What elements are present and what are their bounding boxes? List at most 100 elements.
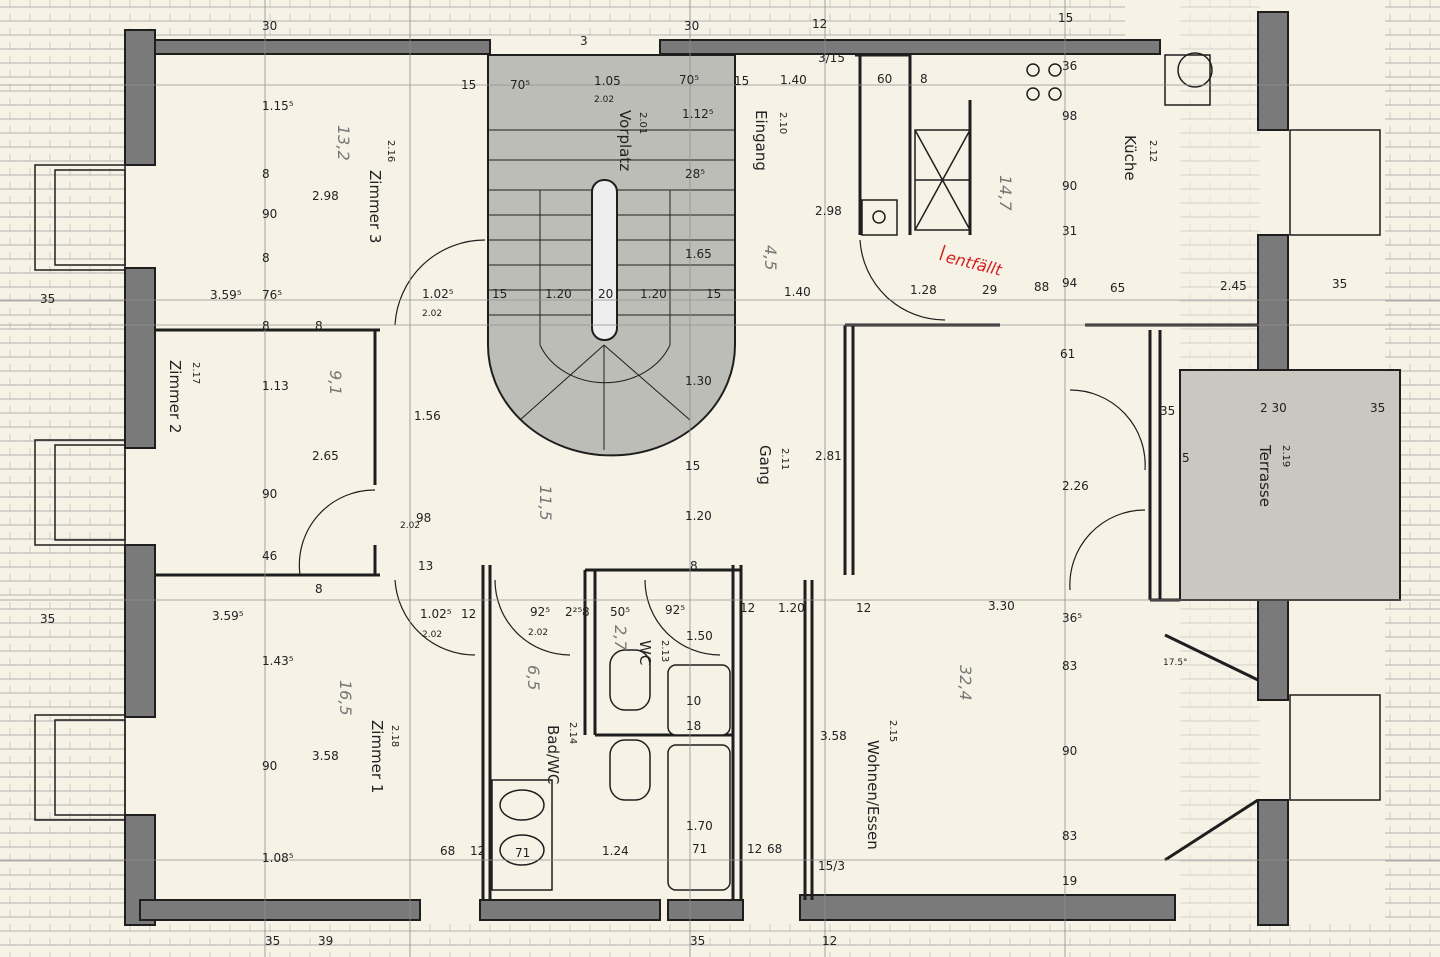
dim-label: 8 bbox=[315, 319, 323, 333]
dim-label: 13 bbox=[418, 559, 433, 573]
dim-label: 2.02 bbox=[422, 309, 442, 319]
dim-label: 2.65 bbox=[312, 449, 339, 463]
room-zimmer1-num: 2.18 bbox=[389, 725, 400, 747]
room-wohnen-label: Wohnen/Essen bbox=[864, 740, 882, 850]
room-vorplatz-label: Vorplatz bbox=[616, 110, 634, 171]
room-wc-label: WC bbox=[636, 640, 654, 665]
dim-label: 46 bbox=[262, 549, 277, 563]
dim-label: 90 bbox=[1062, 744, 1077, 758]
dim-label: 61 bbox=[1060, 347, 1075, 361]
dim-label: 2.45 bbox=[1220, 279, 1247, 293]
terrace bbox=[1179, 369, 1401, 601]
room-terrasse-num: 2.19 bbox=[1280, 445, 1291, 467]
dim-label: 12 bbox=[470, 844, 485, 858]
dim-label: 39 bbox=[318, 934, 333, 948]
dim-label: 35 bbox=[1160, 404, 1175, 418]
dim-label: 12 bbox=[856, 601, 871, 615]
dim-label: 2.02 bbox=[594, 95, 614, 105]
dim-label: 30 bbox=[684, 19, 699, 33]
dim-label: 15 bbox=[706, 287, 721, 301]
dim-label: 15 bbox=[1058, 11, 1073, 25]
dim-label: 2²⁵ bbox=[565, 605, 582, 619]
dim-label: 2.98 bbox=[312, 189, 339, 203]
dim-label: 1.20 bbox=[545, 287, 572, 301]
dim-label: 1.12⁵ bbox=[682, 107, 714, 121]
room-zimmer3-area: 13,2 bbox=[334, 125, 353, 161]
dim-label: 1.20 bbox=[778, 601, 805, 615]
dim-label: 8 bbox=[262, 319, 270, 333]
windows bbox=[34, 129, 1381, 821]
dim-label: 2 30 bbox=[1260, 401, 1287, 415]
room-terrasse-label: Terrasse bbox=[1256, 444, 1274, 507]
room-vorplatz-num: 2.01 bbox=[637, 112, 648, 134]
dim-label: 20 bbox=[598, 287, 613, 301]
dim-label: 12 bbox=[812, 17, 827, 31]
room-wc-area: 2,7 bbox=[611, 625, 630, 651]
dim-label: 2.26 bbox=[1062, 479, 1089, 493]
dim-label: 35 bbox=[40, 612, 55, 626]
dim-label: 1.08⁵ bbox=[262, 851, 294, 865]
dim-label: 1.50 bbox=[686, 629, 713, 643]
dim-label: 1.65 bbox=[685, 247, 712, 261]
bathroom-fittings bbox=[491, 649, 731, 891]
dim-label: 1.20 bbox=[640, 287, 667, 301]
dim-label: 90 bbox=[262, 207, 277, 221]
room-eingang-num: 2.10 bbox=[777, 112, 788, 134]
dim-label: 60 bbox=[877, 72, 892, 86]
dim-label: 1.02⁵ bbox=[422, 287, 454, 301]
dim-label: 8 bbox=[920, 72, 928, 86]
room-wc-num: 2.13 bbox=[659, 640, 670, 662]
dim-label: 36 bbox=[1062, 59, 1077, 73]
dim-label: 83 bbox=[1062, 659, 1077, 673]
door-swings bbox=[298, 239, 1146, 656]
dim-label: 71 bbox=[515, 846, 530, 860]
dim-label: 2.02 bbox=[400, 521, 420, 531]
dim-label: 1.40 bbox=[780, 73, 807, 87]
dim-label: 1.20 bbox=[685, 509, 712, 523]
dim-label: 88 bbox=[1034, 280, 1049, 294]
dim-label: 10 bbox=[686, 694, 701, 708]
dim-label: 3.58 bbox=[820, 729, 847, 743]
dim-label: 3.30 bbox=[988, 599, 1015, 613]
dim-label: 31 bbox=[1062, 224, 1077, 238]
dim-label: 83 bbox=[1062, 829, 1077, 843]
room-bad-label: Bad/WC bbox=[544, 725, 562, 784]
dim-label: 98 bbox=[1062, 109, 1077, 123]
room-bad-num: 2.14 bbox=[567, 722, 578, 744]
dim-label: 35 bbox=[690, 934, 705, 948]
dim-label: 15 bbox=[492, 287, 507, 301]
room-kuche-num: 2.12 bbox=[1147, 140, 1158, 162]
dim-label: 8 bbox=[262, 251, 270, 265]
dim-label: 1.15⁵ bbox=[262, 99, 294, 113]
dim-label: 2.02 bbox=[528, 628, 548, 638]
flur-area: 11,5 bbox=[536, 485, 555, 521]
dim-label: 90 bbox=[1062, 179, 1077, 193]
dim-label: 3.59⁵ bbox=[212, 609, 244, 623]
room-bad-area: 6,5 bbox=[524, 665, 543, 690]
dim-label: 1.02⁵ bbox=[420, 607, 452, 621]
room-zimmer1-area: 16,5 bbox=[336, 680, 355, 716]
dim-label: 1.56 bbox=[414, 409, 441, 423]
dim-label: 12 bbox=[740, 601, 755, 615]
dim-label: 12 bbox=[822, 934, 837, 948]
dimension-labels: 15 70⁵ 1.05 2.02 70⁵ 15 1.40 3/15 60 8 1… bbox=[40, 11, 1385, 948]
dim-label: 8 bbox=[582, 605, 590, 619]
dim-label: 92⁵ bbox=[530, 605, 550, 619]
dim-label: 50⁵ bbox=[610, 605, 630, 619]
dim-label: 8 bbox=[690, 559, 698, 573]
room-zimmer3-num: 2.16 bbox=[385, 140, 396, 162]
dim-label: 12 bbox=[461, 607, 476, 621]
dim-label: 3/15 bbox=[818, 51, 845, 65]
dim-label: 36⁵ bbox=[1062, 611, 1082, 625]
dim-label: 3.59⁵ bbox=[210, 288, 242, 302]
dim-label: 98 bbox=[416, 511, 431, 525]
interior-walls bbox=[155, 53, 1259, 900]
dim-label: 1.43⁵ bbox=[262, 654, 294, 668]
dim-label: 2.02 bbox=[422, 630, 442, 640]
room-zimmer2-area: 9,1 bbox=[326, 370, 345, 395]
dim-label: 35 bbox=[1370, 401, 1385, 415]
dim-label: 29 bbox=[982, 283, 997, 297]
kitchen-fittings bbox=[861, 52, 1213, 236]
